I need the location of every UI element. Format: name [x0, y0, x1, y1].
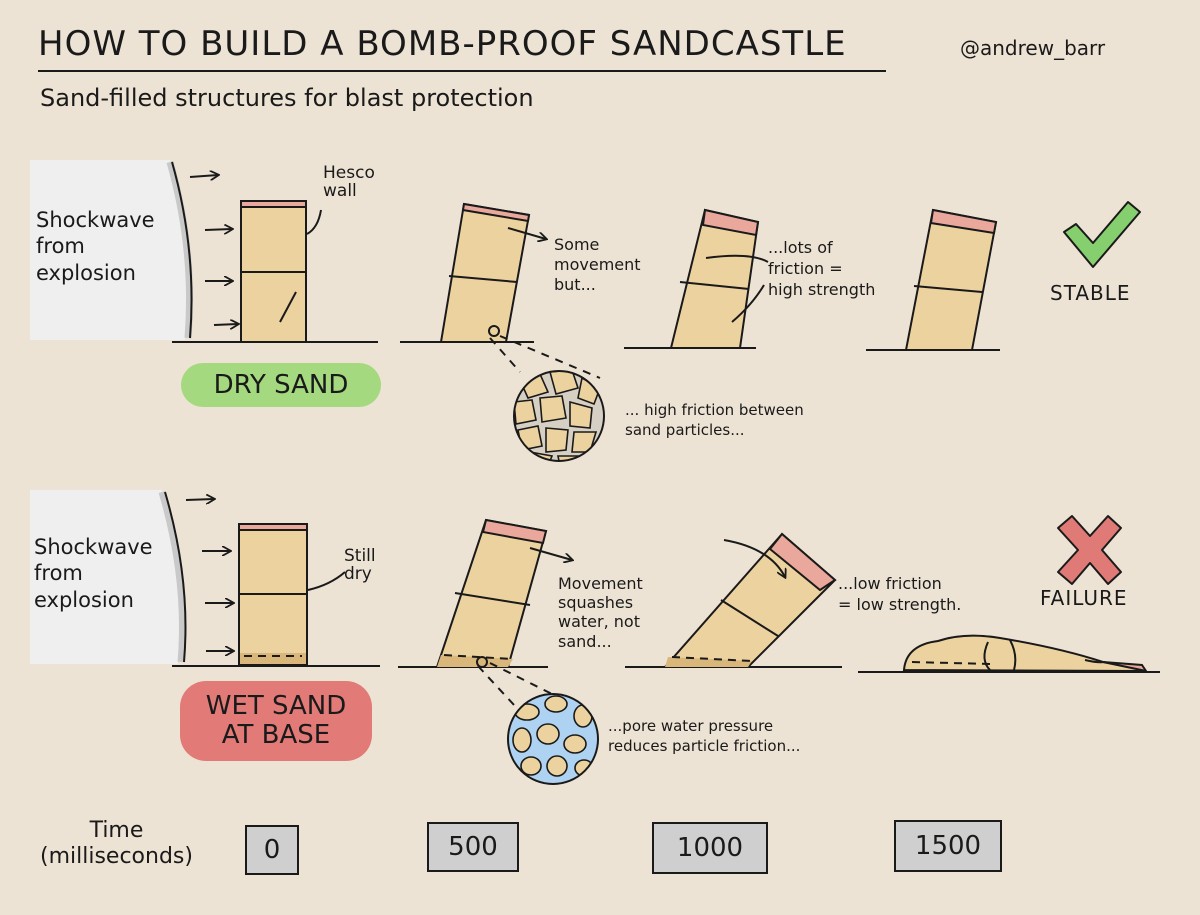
- hesco-wall-t1500-collapsed: [902, 634, 1149, 673]
- time-step-500: 500: [427, 822, 519, 872]
- still-dry-label: Still dry: [344, 546, 376, 584]
- shockwave-panel: [30, 160, 187, 340]
- shock-arrow: [213, 324, 238, 325]
- hesco-wall-t1000: [669, 208, 760, 349]
- shockwave-panel: [30, 490, 180, 664]
- hesco-wall-t1500: [904, 208, 998, 351]
- particle-probe: [488, 325, 500, 337]
- hesco-wall-t0: [240, 200, 307, 343]
- wet-particle-zoom: [508, 694, 598, 784]
- hesco-wall-t0-wet: [238, 523, 308, 666]
- shockwave-label-dry: Shockwave from explosion: [36, 208, 155, 285]
- wet-sand-badge: WET SAND AT BASE: [180, 681, 372, 761]
- author-handle: @andrew_barr: [960, 36, 1106, 60]
- particle-probe: [476, 656, 488, 668]
- hesco-wall-t1000-wet: [662, 532, 837, 668]
- particle-note-wet: ...pore water pressure reduces particle …: [608, 717, 801, 756]
- verdict-failure: FAILURE: [1040, 586, 1128, 610]
- timeline-label: Time (milliseconds): [40, 818, 193, 870]
- shockwave-label-wet: Shockwave from explosion: [34, 535, 153, 612]
- shock-arrow: [185, 499, 214, 500]
- hesco-wall-t500-wet: [435, 518, 548, 668]
- hesco-wall-label: Hesco wall: [323, 163, 375, 201]
- time-step-1000: 1000: [652, 822, 768, 874]
- shock-arrow: [204, 229, 232, 230]
- time-step-1500: 1500: [894, 820, 1002, 872]
- note-wet-500: Movement squashes water, not sand...: [558, 574, 643, 651]
- dry-particle-zoom: [514, 371, 604, 461]
- hesco-wall-t500: [439, 202, 531, 343]
- dry-row-diagram: [30, 160, 1141, 462]
- dry-sand-badge: DRY SAND: [181, 363, 381, 407]
- page-title: HOW TO BUILD A BOMB-PROOF SANDCASTLE: [38, 24, 847, 64]
- check-icon: [1063, 201, 1141, 268]
- note-dry-500: Some movement but...: [554, 235, 641, 294]
- particle-note-dry: ... high friction between sand particles…: [625, 401, 804, 440]
- page-subtitle: Sand-filled structures for blast protect…: [40, 84, 534, 112]
- time-step-0: 0: [245, 825, 299, 875]
- wet-row-diagram: [30, 490, 1160, 785]
- verdict-stable: STABLE: [1050, 281, 1131, 305]
- title-underline: [38, 70, 886, 72]
- note-dry-1000: ...lots of friction = high strength: [768, 238, 876, 299]
- cross-icon: [1057, 515, 1122, 585]
- note-wet-1000: ...low friction = low strength.: [838, 574, 962, 614]
- shock-arrow: [189, 175, 218, 177]
